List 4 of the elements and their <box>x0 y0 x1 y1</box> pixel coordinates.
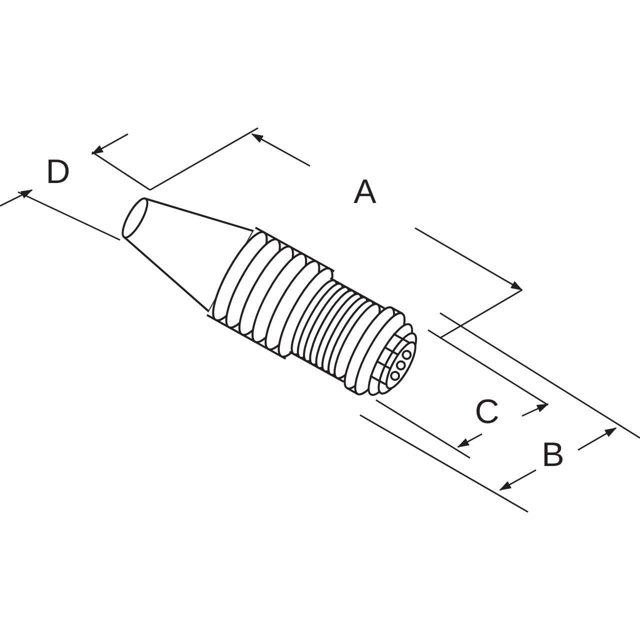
dimension-label: D <box>46 155 70 189</box>
dimension-label: B <box>542 438 564 472</box>
dimension-label: A <box>354 175 376 209</box>
dimension-label: C <box>474 395 500 429</box>
